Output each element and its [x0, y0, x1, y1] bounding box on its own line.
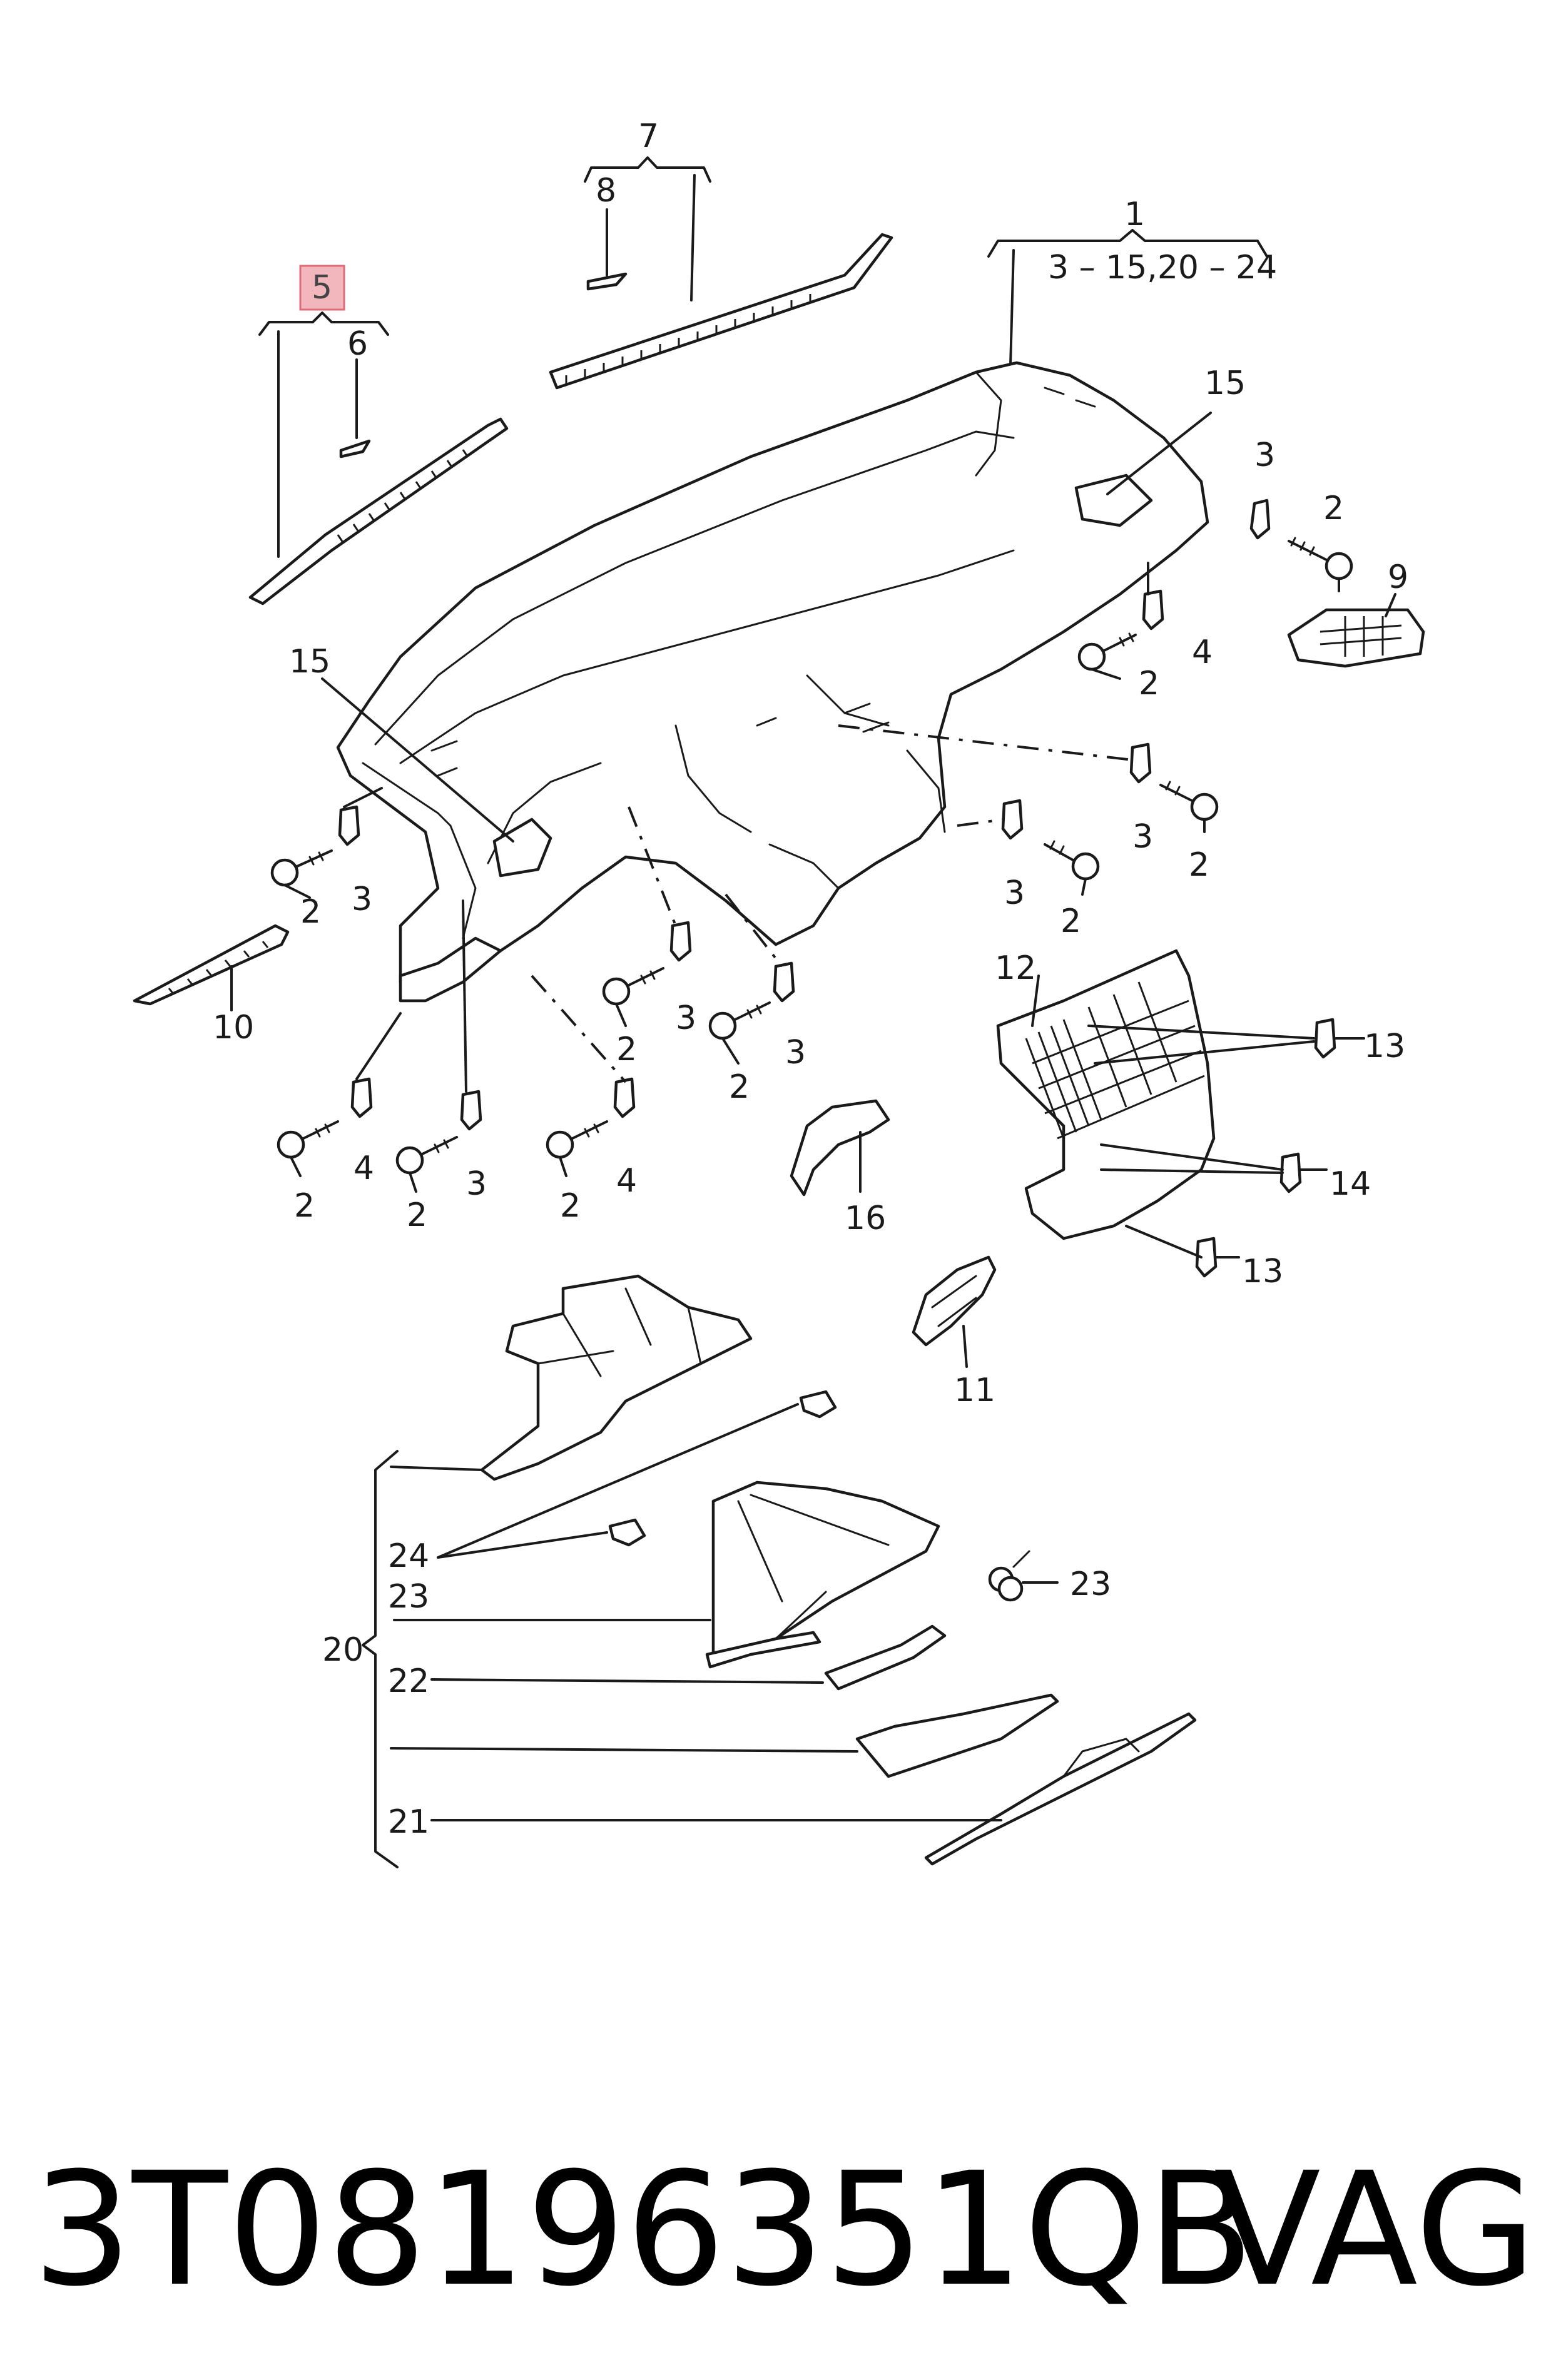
callout-2-h: 2: [294, 1187, 315, 1225]
part-21-outer-lid: [430, 1712, 1197, 1866]
leaders-15: [321, 412, 1212, 843]
callout-labels: 5 7 8 1 3 – 15,20 – 24 6 15 3 2 9 4 2 15…: [213, 118, 1408, 1841]
part-8-label-tag: [586, 208, 628, 291]
part-5-vent-strip: [248, 417, 509, 605]
screw-06: [602, 967, 664, 1006]
screw-04: [1044, 840, 1100, 881]
brand-text: VAG: [1214, 2139, 1537, 2321]
callout-8: 8: [596, 172, 616, 210]
part-7-vent-strip: [549, 233, 893, 390]
bracket-7: [584, 156, 711, 301]
part-1-dashboard: [336, 361, 1209, 1003]
clip-13a: [1314, 1018, 1336, 1059]
callout-3-e: 3: [676, 1000, 696, 1037]
clip-14: [1279, 1152, 1302, 1193]
callout-4-b: 4: [353, 1150, 374, 1187]
callout-10: 10: [213, 1009, 254, 1046]
fasteners: [270, 499, 1353, 1278]
callout-4-c: 4: [616, 1162, 637, 1200]
part-16-trim: [790, 1099, 890, 1197]
callout-7: 7: [638, 118, 659, 155]
part-glovebox-lid: [393, 1481, 940, 1669]
assembly-lines: [343, 562, 1365, 1258]
part-11-handle: [912, 1255, 997, 1368]
bracket-1: [987, 229, 1268, 367]
screw-05: [270, 849, 333, 887]
callout-22: 22: [388, 1663, 429, 1700]
callout-2-b: 2: [1139, 665, 1159, 702]
part-6-label-tag: [339, 358, 371, 458]
callout-2-c: 2: [1189, 846, 1209, 884]
callout-15-left: 15: [289, 643, 330, 681]
callout-3-c: 3: [352, 881, 372, 918]
callout-13-a: 13: [1364, 1028, 1405, 1065]
callout-14: 14: [1330, 1165, 1371, 1203]
callout-3-a: 3: [1254, 437, 1275, 474]
callout-1: 1: [1124, 196, 1145, 233]
part-22-latch: [430, 1624, 947, 1691]
part-24-bumper: [437, 1390, 837, 1559]
part-glovebox-panel: [390, 1693, 1059, 1778]
part-23-fastener: [988, 1550, 1059, 1602]
callout-23-b: 23: [1070, 1566, 1111, 1603]
clip-08: [350, 1077, 373, 1118]
screw-03: [1159, 781, 1219, 821]
part-10-trim-strip: [133, 924, 290, 1011]
clip-04: [1001, 799, 1024, 840]
callout-4-a: 4: [1192, 634, 1213, 671]
screw-08: [277, 1120, 339, 1159]
clip-06: [669, 921, 692, 962]
callout-15-right: 15: [1204, 365, 1246, 402]
callout-2-i: 2: [407, 1197, 427, 1234]
part-9-air-vent: [1287, 593, 1425, 668]
highlight-box-5: [299, 265, 345, 311]
callout-2-f: 2: [616, 1031, 637, 1068]
clip-10: [613, 1077, 636, 1118]
callout-2-e: 2: [1060, 903, 1081, 940]
part-12-glovebox-carrier: [996, 949, 1315, 1258]
callout-3-d: 3: [1004, 874, 1025, 912]
clip-01: [1249, 499, 1271, 540]
callout-21: 21: [388, 1803, 429, 1841]
clip-07: [773, 961, 795, 1003]
callout-6: 6: [347, 325, 368, 363]
callout-2-g: 2: [729, 1068, 750, 1106]
clip-02: [1142, 589, 1164, 630]
bracket-20: [362, 1450, 399, 1868]
part-number-text: 3T08196351QB: [33, 2139, 1254, 2321]
callout-23-a: 23: [388, 1578, 429, 1616]
part-glovebox-housing: [390, 1274, 753, 1481]
callout-24: 24: [388, 1537, 429, 1575]
callout-3-g: 3: [466, 1165, 487, 1203]
callout-20: 20: [322, 1631, 364, 1669]
bracket-5: [258, 311, 389, 558]
clip-09: [460, 1090, 482, 1131]
screw-09: [395, 1136, 458, 1175]
callout-2-j: 2: [560, 1187, 581, 1225]
screw-02: [1077, 632, 1137, 671]
clip-13b: [1195, 1237, 1218, 1278]
screw-10: [546, 1120, 608, 1159]
callout-11: 11: [954, 1372, 995, 1409]
screw-01: [1288, 537, 1353, 580]
callout-2-a: 2: [1323, 490, 1344, 527]
screw-07: [708, 1001, 771, 1040]
callout-3-b: 3: [1132, 818, 1153, 856]
clip-03: [1129, 742, 1152, 784]
callout-1-range: 3 – 15,20 – 24: [1048, 249, 1277, 286]
callout-3-f: 3: [785, 1034, 806, 1071]
callout-5: 5: [312, 269, 332, 306]
callout-13-b: 13: [1242, 1253, 1283, 1290]
clip-05: [338, 805, 360, 846]
callout-16: 16: [845, 1200, 886, 1237]
callout-2-d: 2: [300, 893, 321, 931]
callout-9: 9: [1388, 559, 1408, 596]
callout-12: 12: [995, 949, 1036, 987]
